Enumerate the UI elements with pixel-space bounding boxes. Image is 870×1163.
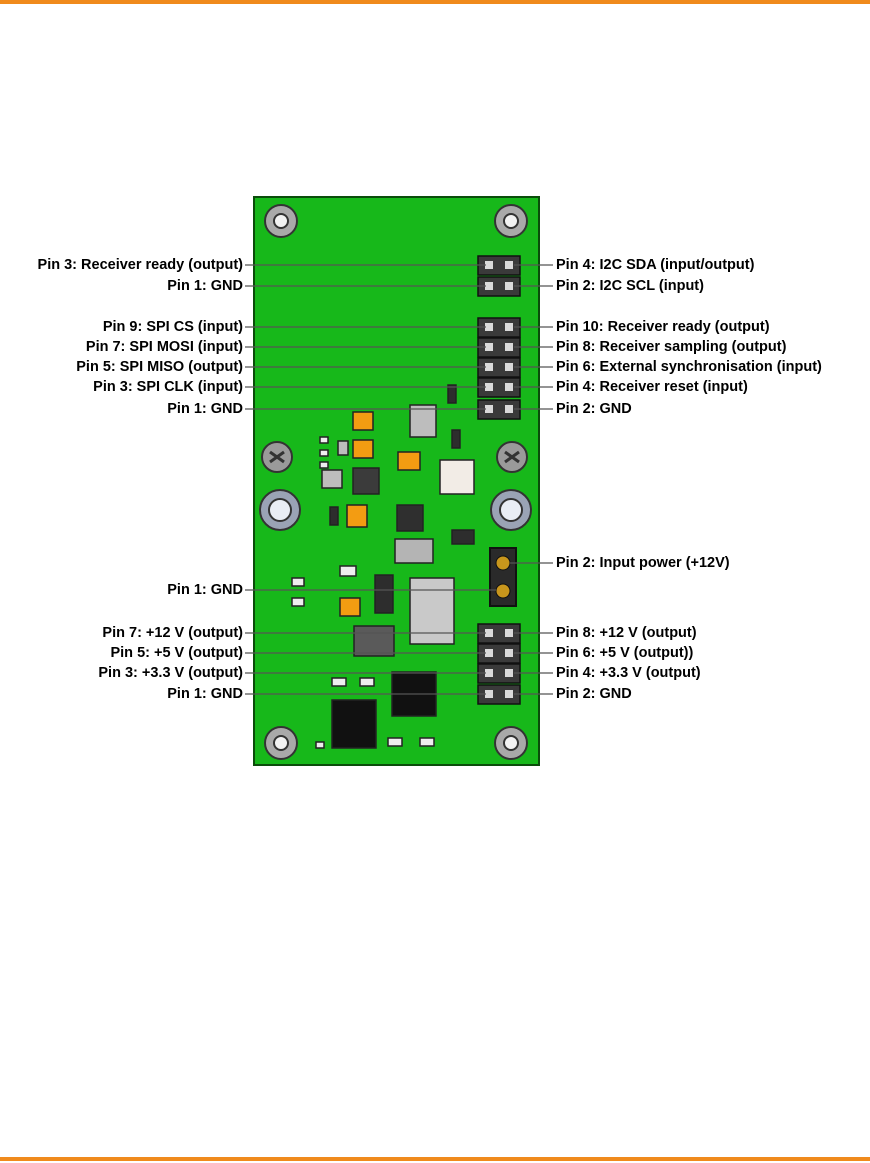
pin-label-right: Pin 4: +3.3 V (output) (556, 665, 701, 681)
pin-label-left: Pin 1: GND (167, 278, 243, 294)
power-pin-2 (495, 555, 511, 571)
header-pin (505, 323, 513, 331)
header-pin (485, 383, 493, 391)
header-pin (485, 282, 493, 290)
pin-label-left: Pin 5: SPI MISO (output) (76, 359, 243, 375)
header-pin (485, 323, 493, 331)
pin-label-left: Pin 5: +5 V (output) (110, 645, 243, 661)
pin-label-left: Pin 1: GND (167, 686, 243, 702)
header-pin (485, 669, 493, 677)
header-pin (485, 405, 493, 413)
pin-label-right: Pin 2: GND (556, 686, 632, 702)
mounting-hole-top-left (264, 204, 298, 238)
pin-label-right: Pin 2: GND (556, 401, 632, 417)
header-pin (505, 363, 513, 371)
pin-label-left: Pin 1: GND (167, 401, 243, 417)
header-pin (505, 383, 513, 391)
pin-label-left: Pin 3: SPI CLK (input) (93, 379, 243, 395)
pin-label-right: Pin 6: +5 V (output)) (556, 645, 694, 661)
header-pin (485, 629, 493, 637)
pin-label-right: Pin 10: Receiver ready (output) (556, 319, 770, 335)
bottom-accent-rule (0, 1157, 870, 1161)
top-accent-rule (0, 0, 870, 4)
header-pin (505, 282, 513, 290)
screw-left (261, 441, 293, 473)
pin-label-right: Pin 6: External synchronisation (input) (556, 359, 822, 375)
mounting-hole-bottom-right (494, 726, 528, 760)
components (291, 384, 475, 749)
power-pin-1 (495, 583, 511, 599)
pin-label-right: Pin 8: Receiver sampling (output) (556, 339, 787, 355)
header-pin (505, 690, 513, 698)
pin-label-left: Pin 1: GND (167, 582, 243, 598)
header-pin (485, 690, 493, 698)
pin-label-right: Pin 2: I2C SCL (input) (556, 278, 704, 294)
leader-lines (245, 264, 553, 695)
header-pin (505, 669, 513, 677)
header-pin (505, 629, 513, 637)
header-pin (505, 405, 513, 413)
header-pin (485, 649, 493, 657)
pin-label-right: Pin 4: I2C SDA (input/output) (556, 257, 755, 273)
header-pin (505, 649, 513, 657)
mounting-hole-bottom-left (264, 726, 298, 760)
pin-label-left: Pin 3: Receiver ready (output) (37, 257, 243, 273)
mounting-hole-mid-left (259, 489, 301, 531)
pin-label-left: Pin 7: SPI MOSI (input) (85, 339, 243, 355)
header-pin (505, 261, 513, 269)
header-pin (485, 261, 493, 269)
pin-label-right: Pin 8: +12 V (output) (556, 625, 697, 641)
header-pin (485, 343, 493, 351)
pin-label-right: Pin 2: Input power (+12V) (556, 555, 730, 571)
header-pin (505, 343, 513, 351)
pin-label-left: Pin 9: SPI CS (input) (102, 319, 243, 335)
mounting-hole-mid-right (490, 489, 532, 531)
mounting-hole-top-right (494, 204, 528, 238)
pin-label-right: Pin 4: Receiver reset (input) (556, 379, 748, 395)
pin-label-left: Pin 3: +3.3 V (output) (98, 665, 243, 681)
screw-right (496, 441, 528, 473)
header-pin (485, 363, 493, 371)
pin-label-left: Pin 7: +12 V (output) (102, 625, 243, 641)
